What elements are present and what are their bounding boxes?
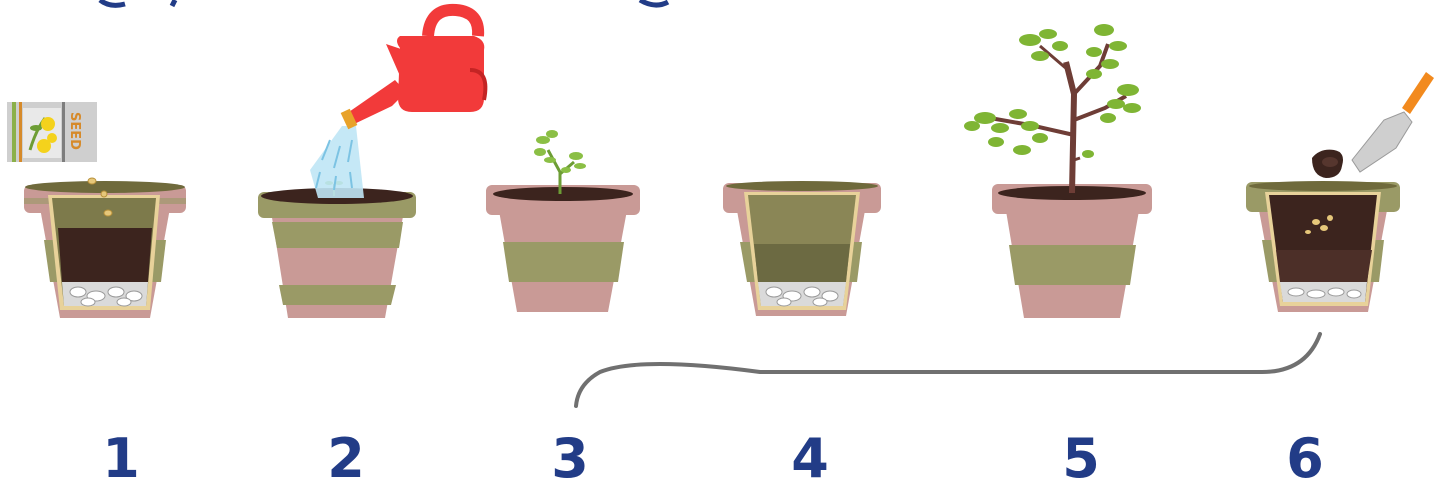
step-number-2: 2 <box>327 427 365 480</box>
sprout-icon <box>534 130 586 194</box>
water-stream <box>310 126 364 198</box>
pot-6 <box>1246 72 1434 312</box>
watering-can-icon <box>341 10 486 129</box>
step-number-1: 1 <box>102 427 140 480</box>
pot-4 <box>723 181 881 316</box>
step-number-6: 6 <box>1286 427 1324 480</box>
step-number-5: 5 <box>1062 427 1100 480</box>
pot-5 <box>964 24 1152 318</box>
pot-2 <box>258 10 485 318</box>
tree-icon <box>964 24 1141 193</box>
pot-3 <box>486 130 640 312</box>
cycle-connector-line <box>576 334 1320 406</box>
pot-1: SEED <box>7 102 186 318</box>
step-number-3: 3 <box>551 427 589 480</box>
step-number-4: 4 <box>791 427 829 480</box>
seed-packet-label: SEED <box>67 112 82 150</box>
trowel-icon <box>1312 72 1434 178</box>
seed-packet: SEED <box>7 102 97 162</box>
cropped-title <box>100 0 668 6</box>
